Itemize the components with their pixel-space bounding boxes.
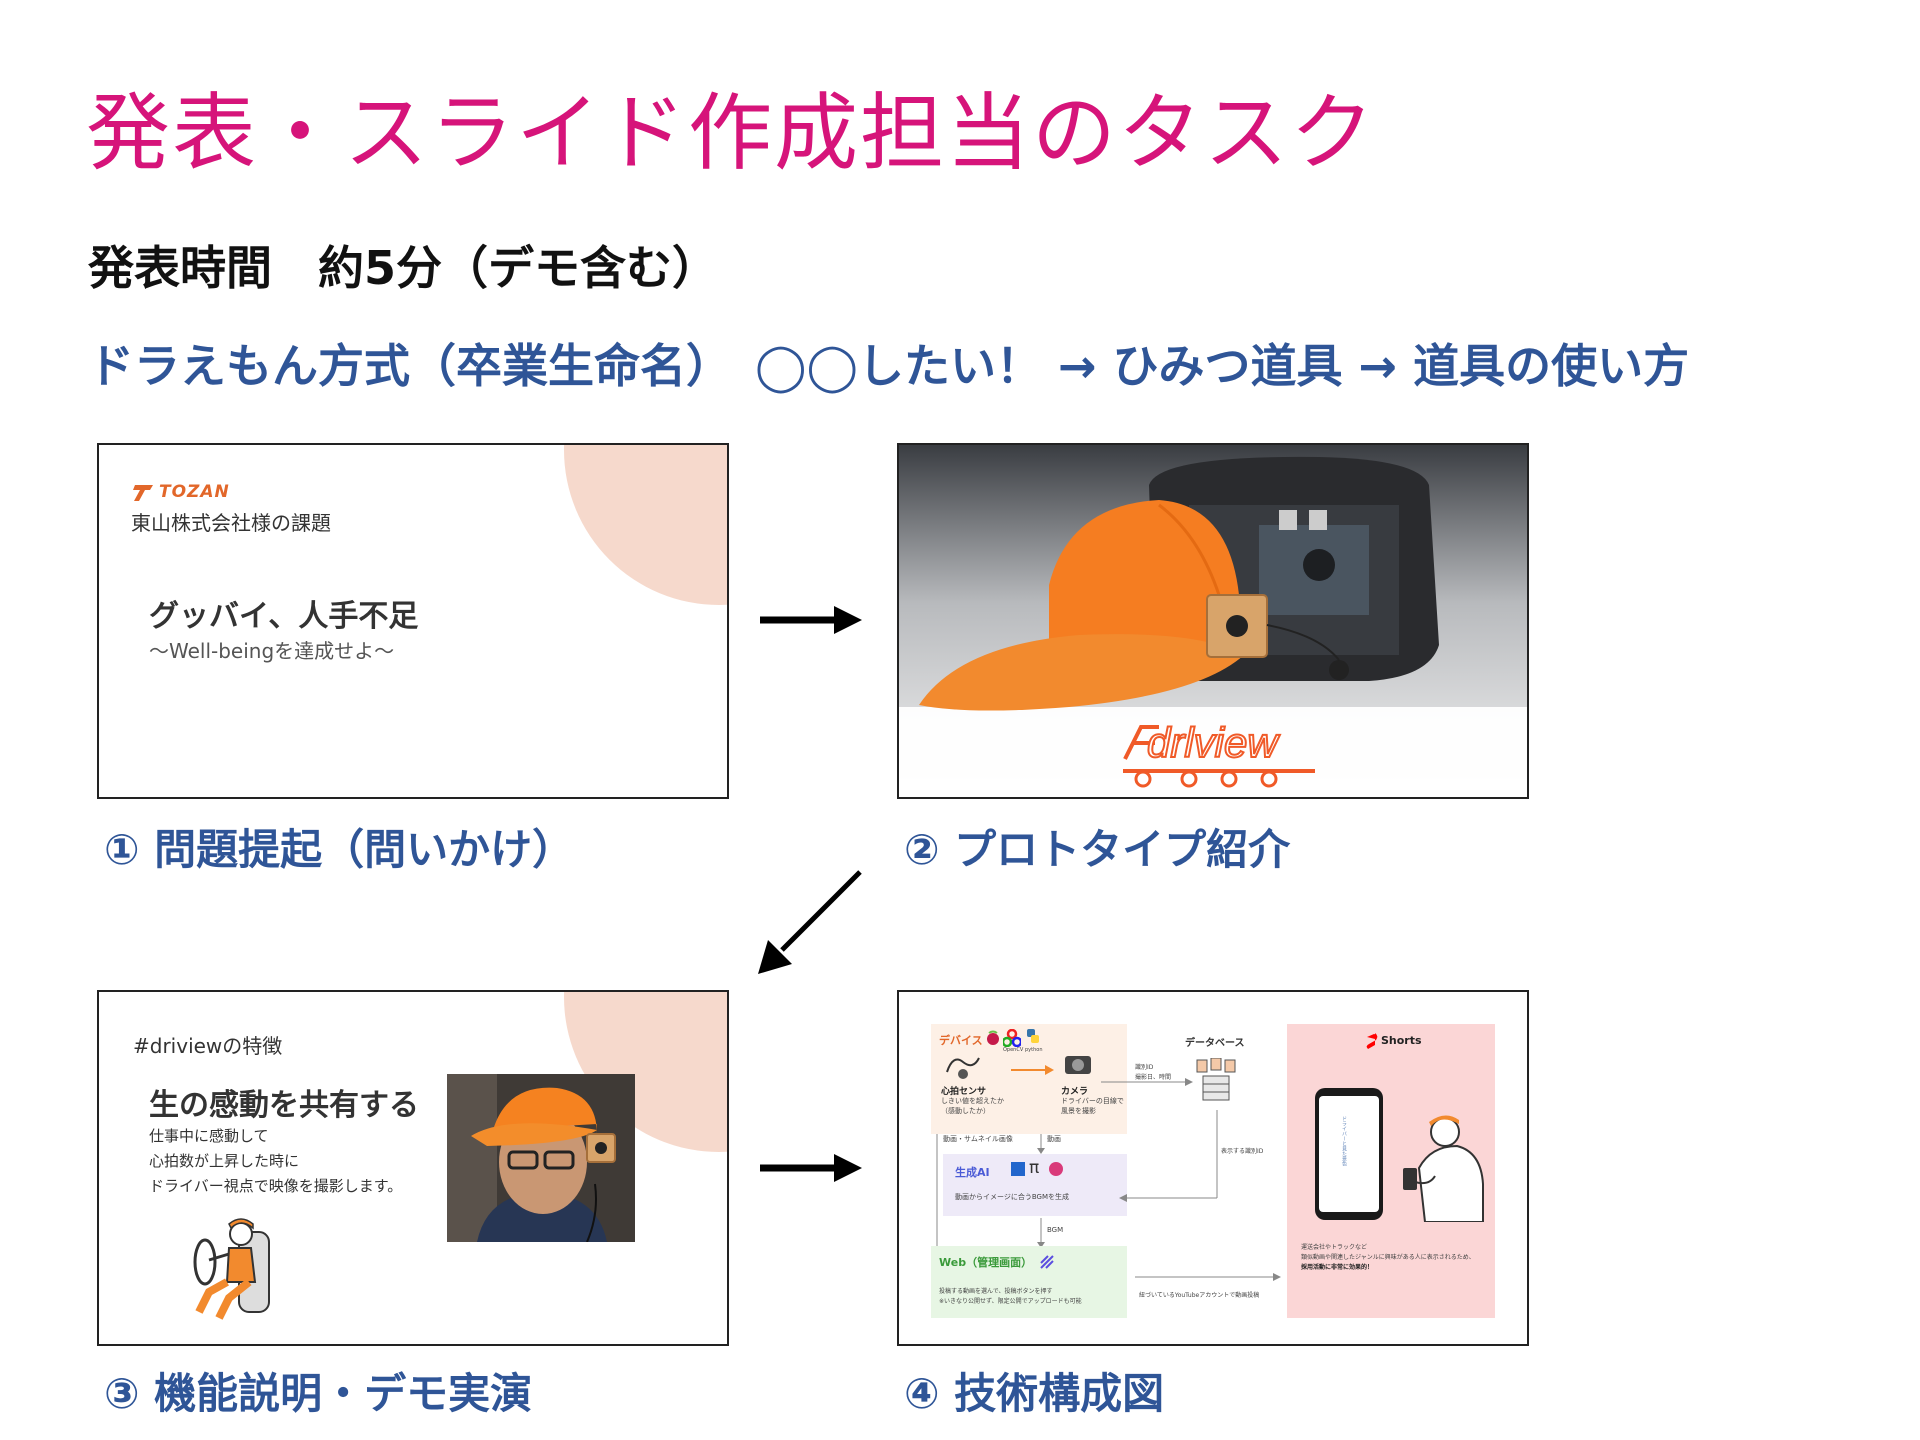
prototype-photo: [899, 445, 1527, 797]
ai-title: 生成AI: [955, 1166, 990, 1179]
python-label: python: [1025, 1047, 1043, 1053]
phone-text: ドライバーと見た景色: [1341, 1116, 1347, 1166]
slide-body-line-2: 心拍数が上昇した時に: [149, 1152, 300, 1170]
slide-body-line-3: ドライバー視点で映像を撮影します。: [149, 1177, 403, 1195]
slide-headline: 生の感動を共有する: [149, 1088, 419, 1123]
slide-headline: グッバイ、人手不足: [149, 599, 419, 634]
sensor-desc-2: （感動したか）: [941, 1107, 990, 1115]
db-id-label: 識別ID: [1135, 1064, 1154, 1071]
shorts-desc-2: 類似動画や関連したジャンルに興味がある人に表示されるため、: [1301, 1254, 1475, 1261]
heart-sensor-icon: [946, 1057, 980, 1079]
database-icon: [1196, 1058, 1236, 1101]
driview-truck-icon: [1123, 725, 1315, 788]
opencv-icon: [1003, 1029, 1021, 1047]
phone-mockup: ドライバーと見た景色: [1315, 1088, 1383, 1220]
method-heading: ドラえもん方式（卒業生命名） ◯◯したい！ → ひみつ道具 → 道具の使い方: [88, 339, 1690, 393]
camera-icon: [1065, 1056, 1091, 1074]
slide-tag: #driviewの特徴: [133, 1034, 283, 1058]
tozan-logo-icon: [133, 485, 153, 501]
db-title: データベース: [1185, 1038, 1245, 1049]
slide-thumbnail-4: デバイス OpenCV python 心拍センサ しきい値を超えたか （感動した…: [897, 990, 1529, 1346]
ai-desc: 動画からイメージに合うBGMを生成: [955, 1193, 1070, 1201]
shorts-title: Shorts: [1381, 1034, 1422, 1047]
sensor-desc-1: しきい値を超えたか: [941, 1097, 1004, 1105]
web-title: Web（管理画面）: [939, 1256, 1033, 1269]
step-caption-4: ④ 技術構成図: [904, 1369, 1165, 1418]
slide-subtitle: 〜Well-beingを達成せよ〜: [149, 639, 395, 663]
slide-body-line-1: 仕事中に感動して: [149, 1127, 269, 1145]
slide-thumbnail-2: drlview: [897, 443, 1529, 799]
person-illustration: [1403, 1115, 1484, 1222]
page-title: 発表・スライド作成担当のタスク: [86, 84, 1377, 182]
step-caption-1: ① 問題提起（問いかけ）: [104, 825, 575, 874]
web-desc-1: 投稿する動画を選んで、投稿ボタンを押す: [939, 1288, 1053, 1295]
youtube-shorts-icon: [1366, 1033, 1378, 1049]
shorts-desc-1: 運送会社やトラックなど: [1301, 1244, 1368, 1251]
opencv-label: OpenCV: [1003, 1047, 1024, 1053]
driver-illustration: [193, 1218, 270, 1320]
device-panel: [931, 1024, 1127, 1134]
decorative-circle: [564, 445, 727, 605]
web-desc-2: ※いきなり公開せず、限定公開でアップロードも可能: [939, 1298, 1082, 1305]
arrow-down-left-icon: [758, 870, 862, 974]
sensor-label: 心拍センサ: [941, 1087, 987, 1097]
python-icon: [1027, 1029, 1039, 1043]
arrow-right-icon: [1011, 1065, 1054, 1075]
step-caption-3: ③ 機能説明・デモ実演: [104, 1369, 533, 1418]
presenter-photo: [447, 1074, 635, 1242]
youtube-post-label: 紐づいているYouTubeアカウントで動画投稿: [1139, 1292, 1260, 1299]
brand-logo-text: drlview: [1146, 718, 1279, 767]
duration-heading: 発表時間 約5分（デモ含む）: [88, 241, 719, 295]
camera-desc-2: 風景を撮影: [1061, 1107, 1096, 1115]
video-thumb-label: 動画・サムネイル画像: [943, 1135, 1013, 1143]
camera-label: カメラ: [1061, 1087, 1089, 1097]
arrow-right-icon: [760, 1154, 862, 1182]
logo-text: TOZAN: [159, 482, 230, 502]
raspberry-pi-icon: [987, 1030, 999, 1045]
youtube-flow-line: [1135, 1273, 1281, 1281]
step-caption-2: ② プロトタイプ紹介: [904, 825, 1291, 874]
video-label: 動画: [1047, 1135, 1061, 1143]
ai-logo-icon: [1011, 1162, 1025, 1176]
db-flow-lines: [1101, 1078, 1218, 1202]
device-title: デバイス: [939, 1034, 983, 1047]
pi-icon: π: [1029, 1158, 1040, 1178]
slide-thumbnail-3: #driviewの特徴 生の感動を共有する 仕事中に感動して 心拍数が上昇した時…: [97, 990, 729, 1346]
tozan-logo: TOZAN: [133, 481, 243, 503]
db-display-label: 表示する識別ID: [1221, 1148, 1264, 1155]
music-ai-icon: [1049, 1162, 1063, 1176]
web-panel: [931, 1246, 1127, 1318]
shorts-desc-3: 採用活動に非常に効果的！: [1301, 1264, 1374, 1271]
company-title: 東山株式会社様の課題: [131, 511, 331, 535]
camera-desc-1: ドライバーの目線で: [1061, 1097, 1124, 1105]
phone-screen: [1319, 1096, 1379, 1212]
ai-panel: [943, 1154, 1127, 1216]
slide-thumbnail-1: TOZAN 東山株式会社様の課題 グッバイ、人手不足 〜Well-beingを達…: [97, 443, 729, 799]
stripe-icon: [1040, 1255, 1054, 1269]
bgm-label: BGM: [1047, 1226, 1064, 1234]
db-date-label: 撮影日、時間: [1135, 1074, 1172, 1081]
arrow-right-icon: [760, 606, 862, 634]
